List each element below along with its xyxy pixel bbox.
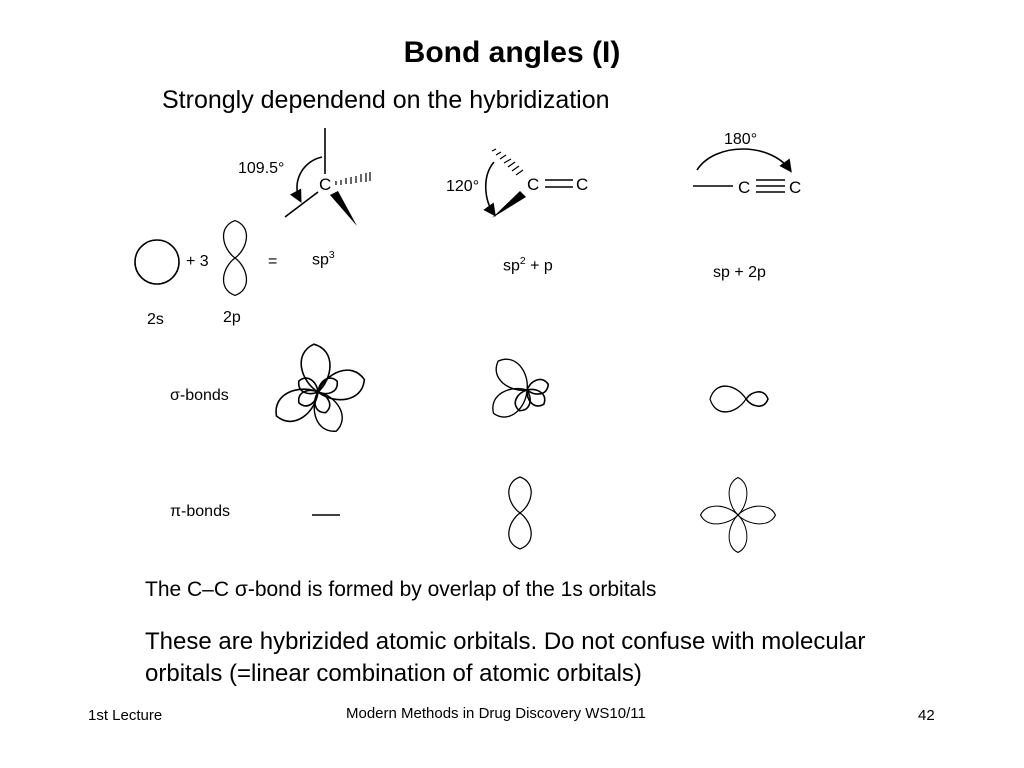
angle-tetrahedral-label: 109.5° — [238, 160, 285, 177]
footer-lecture: 1st Lecture — [88, 707, 163, 724]
slide-title: Bond angles (I) — [403, 36, 621, 69]
sp3-label: sp3 — [312, 250, 335, 269]
sp3-sigma-orbitals — [268, 342, 369, 438]
equals-label: = — [268, 253, 278, 270]
sp-carbon-label-1: C — [738, 178, 751, 197]
plus-three-label: + 3 — [186, 253, 209, 270]
sp3-carbon-label: C — [319, 175, 332, 194]
sp2-carbon-label-1: C — [527, 175, 540, 194]
hybrid-orbital-paragraph: These are hybrizided atomic orbitals. Do… — [145, 628, 866, 687]
slide-subtitle: Strongly dependend on the hybridization — [162, 86, 610, 114]
footer-course: Modern Methods in Drug Discovery WS10/11 — [346, 705, 646, 722]
sp-linear-structure — [693, 148, 792, 193]
2s-orbital-circle — [134, 239, 180, 285]
sp2-sigma-orbitals — [485, 351, 551, 425]
sp-label: sp + 2p — [713, 264, 766, 281]
2p-orbital-shape — [222, 219, 248, 297]
sp2-trigonal-structure — [483, 148, 573, 218]
angle-trigonal-label: 120° — [446, 178, 480, 195]
sp-pi-orbitals — [699, 476, 777, 554]
sp2-label: sp2 + p — [503, 256, 553, 275]
sp-sigma-orbitals — [709, 385, 769, 413]
footer-page-number: 42 — [918, 707, 935, 724]
sp-carbon-label-2: C — [789, 178, 802, 197]
sp2-pi-orbital — [508, 476, 532, 550]
2s-label: 2s — [147, 311, 164, 328]
overlap-note: The C–C σ-bond is formed by overlap of t… — [145, 578, 657, 601]
sp2-carbon-label-2: C — [576, 175, 589, 194]
angle-linear-label: 180° — [724, 131, 758, 148]
sigma-bonds-label: σ-bonds — [170, 387, 229, 404]
sp3-tetrahedral-structure — [284, 128, 371, 226]
pi-bonds-label: π-bonds — [170, 503, 230, 520]
2p-label: 2p — [223, 309, 241, 326]
